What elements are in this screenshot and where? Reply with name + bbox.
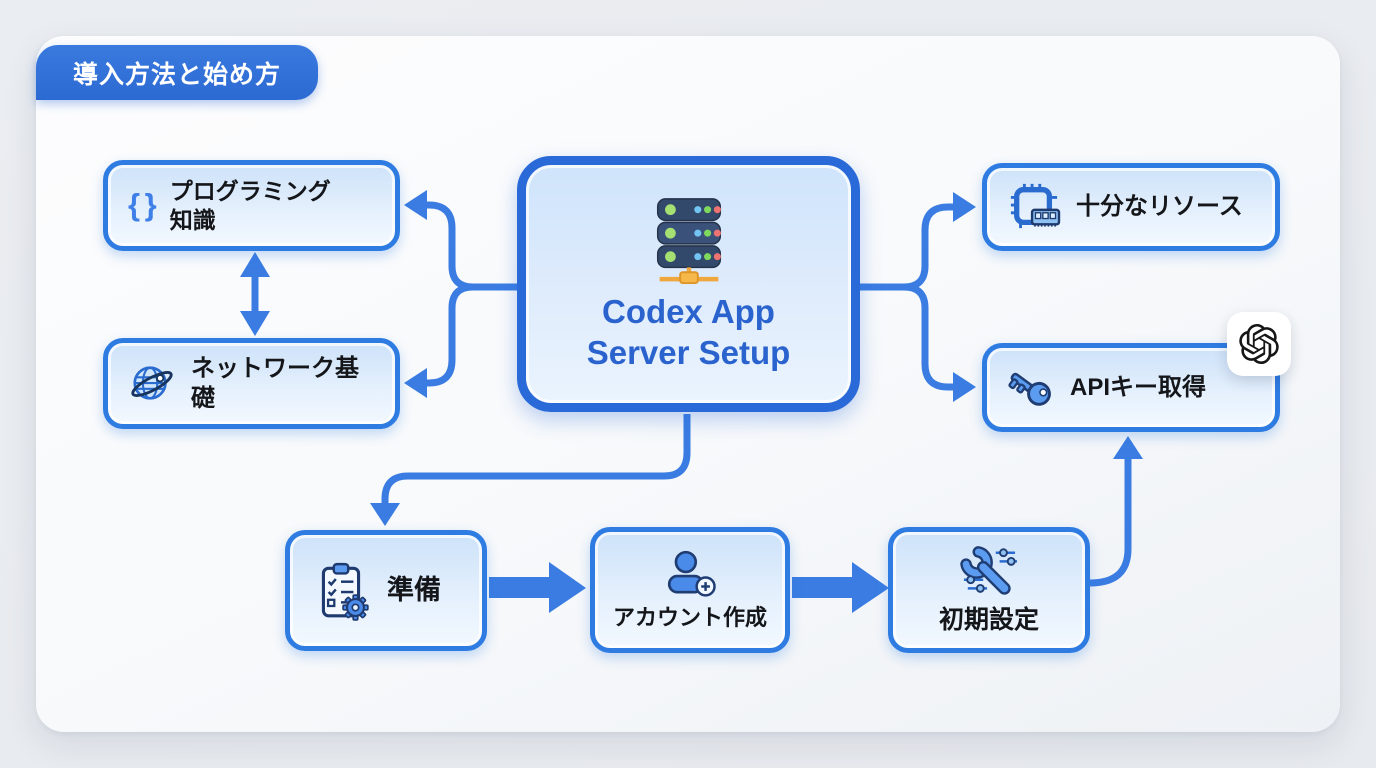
node-preparation: 準備 <box>285 530 487 651</box>
center-title-line2: Server Setup <box>586 334 791 371</box>
wrench-sliders-icon <box>960 545 1018 599</box>
center-title-line1: Codex App <box>602 292 775 330</box>
title-badge: 導入方法と始め方 <box>36 45 318 100</box>
title-badge-label: 導入方法と始め方 <box>72 60 281 89</box>
braces-icon: { } <box>128 187 157 222</box>
node-programming-line1: プログラミング <box>169 178 331 205</box>
node-account-label: アカウント作成 <box>612 604 767 630</box>
arrowhead-double-top <box>240 252 270 277</box>
key-icon <box>1007 365 1055 411</box>
block-arrow-account-setup <box>792 562 889 613</box>
clipboard-gear-icon <box>310 561 372 621</box>
arrow-center-to-apikey <box>858 283 954 391</box>
node-programming-knowledge: { } プログラミング 知識 <box>103 160 400 251</box>
globe-orbit-icon <box>128 362 176 406</box>
arrowhead-network <box>404 368 427 398</box>
node-prepare-label: 準備 <box>387 575 441 606</box>
node-programming-label: プログラミング 知識 <box>170 177 331 233</box>
arrow-center-to-network <box>426 283 519 387</box>
node-codex-app-server-setup: Codex App Server Setup <box>517 156 860 412</box>
openai-logo-badge <box>1227 312 1291 376</box>
arrowhead-setup-apikey <box>1113 436 1143 459</box>
arrowhead-apikey <box>953 372 976 402</box>
node-network-basics: ネットワーク基礎 <box>103 338 400 429</box>
node-sufficient-resources: 十分なリソース <box>982 163 1280 251</box>
node-setup-label: 初期設定 <box>938 605 1039 634</box>
arrow-setup-to-apikey <box>1089 458 1132 587</box>
arrowhead-programming <box>404 190 427 220</box>
node-network-label: ネットワーク基礎 <box>191 355 359 412</box>
openai-logo-icon <box>1239 324 1279 364</box>
node-initial-setup: 初期設定 <box>888 527 1090 653</box>
arrowhead-prepare <box>370 503 400 526</box>
block-arrow-prepare-account <box>489 562 586 613</box>
node-account-creation: アカウント作成 <box>590 527 790 653</box>
arrow-center-to-programming <box>426 201 519 291</box>
arrow-center-to-prepare <box>381 414 691 505</box>
node-programming-line2: 知識 <box>169 206 216 233</box>
cpu-ram-icon <box>1007 182 1061 232</box>
node-apikey-label: APIキー取得 <box>1070 373 1207 401</box>
server-icon <box>643 195 735 285</box>
arrowhead-resources <box>953 192 976 222</box>
user-plus-icon <box>663 549 717 599</box>
arrowhead-double-bottom <box>240 311 270 336</box>
node-resources-label: 十分なリソース <box>1076 193 1243 221</box>
arrow-center-to-resources <box>858 203 954 291</box>
center-node-title: Codex App Server Setup <box>587 291 791 374</box>
